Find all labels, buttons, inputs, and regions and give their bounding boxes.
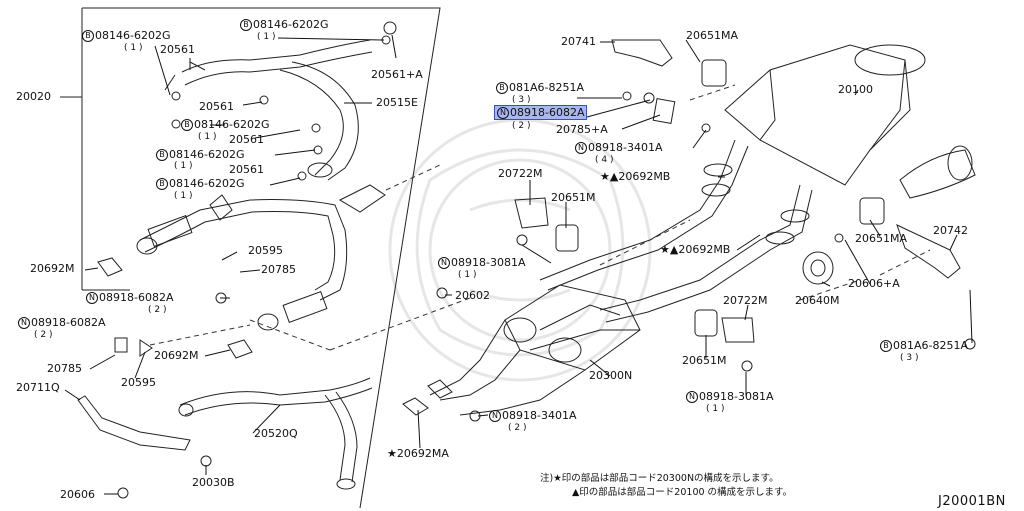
label-20692ma: ★20692MA (387, 447, 449, 460)
bracket-20711q (78, 396, 190, 450)
qty-08918-3401a-b: ( 2 ) (508, 423, 527, 433)
label-20520q: 20520Q (254, 427, 298, 440)
label-20640m: 20640M (795, 294, 840, 307)
label-20606: 20606 (60, 488, 95, 501)
label-20300n: 20300N (589, 369, 633, 382)
bolt-marker-icon: B (240, 19, 252, 31)
label-20711q: 20711Q (16, 381, 60, 394)
label-20692mb-a: ★▲20692MB (600, 170, 671, 183)
qty-08146-d: ( 1 ) (174, 161, 193, 171)
nut-marker-icon: N (489, 410, 501, 422)
qty-08918-6082a-a: ( 2 ) (148, 305, 167, 315)
qty-08918-3081a-b: ( 1 ) (706, 404, 725, 414)
center-pipes (540, 140, 812, 322)
qty-08146-c: ( 1 ) (198, 132, 217, 142)
qty-08146-a: ( 1 ) (124, 43, 143, 53)
dashed-guides (150, 85, 930, 350)
qty-081a6-a: ( 3 ) (512, 95, 531, 105)
bolt-marker-icon: B (156, 149, 168, 161)
label-20692mb-b: ★▲20692MB (660, 243, 731, 256)
label-20722m-a: 20722M (498, 167, 543, 180)
label-20722m-b: 20722M (723, 294, 768, 307)
nut-marker-icon: N (575, 142, 587, 154)
qty-08146-b: ( 1 ) (257, 32, 276, 42)
label-20651m-a: 20651M (551, 191, 596, 204)
label-20742: 20742 (933, 224, 968, 237)
qty-08918-3081a-a: ( 1 ) (458, 270, 477, 280)
label-20020: 20020 (16, 90, 51, 103)
qty-08918-3401a-a: ( 4 ) (595, 155, 614, 165)
nut-marker-icon: N (86, 292, 98, 304)
leader-lines (65, 35, 972, 494)
label-20602: 20602 (455, 289, 490, 302)
label-20785-a: 20785 (261, 263, 296, 276)
qty-081a6-b: ( 3 ) (900, 353, 919, 363)
nut-marker-icon: N (18, 317, 30, 329)
label-20030b: 20030B (192, 476, 235, 489)
nut-marker-icon: N (686, 391, 698, 403)
label-20595-b: 20595 (121, 376, 156, 389)
label-20692m-b: 20692M (154, 349, 199, 362)
label-20785-b: 20785 (47, 362, 82, 375)
label-20741: 20741 (561, 35, 596, 48)
qty-08146-e: ( 1 ) (174, 191, 193, 201)
front-section-frame (60, 8, 440, 508)
legend-note-triangle: ▲印の部品は部品コード20100 の構成を示します。 (572, 487, 793, 498)
center-y-pipe (430, 285, 640, 415)
label-20651m-b: 20651M (682, 354, 727, 367)
label-20561-d: 20561 (229, 163, 264, 176)
label-20651ma-b: 20651MA (855, 232, 908, 245)
qty-08918-6082a-b: ( 2 ) (34, 330, 53, 340)
bolt-marker-icon: B (181, 119, 193, 131)
nut-marker-icon: N (497, 107, 509, 119)
legend-note-star: 注)★印の部品は部品コード20300Nの構成を示します。 (540, 473, 779, 484)
main-muffler (725, 45, 975, 198)
lower-pipe (179, 378, 372, 489)
upper-y-pipe (165, 40, 372, 180)
label-20561a: 20561+A (371, 68, 423, 81)
hangers (556, 60, 884, 336)
qty-08918-6082a-c: ( 2 ) (512, 121, 531, 131)
diagram-code: J20001BN (938, 494, 1006, 509)
bolt-marker-icon: B (880, 340, 892, 352)
bolt-marker-icon: B (82, 30, 94, 42)
bolt-marker-icon: B (496, 82, 508, 94)
label-20595-a: 20595 (248, 244, 283, 257)
label-20561-c: 20561 (229, 133, 264, 146)
label-20785a: 20785+A (556, 123, 608, 136)
label-20561-b: 20561 (199, 100, 234, 113)
bolt-marker-icon: B (156, 178, 168, 190)
label-20100: 20100 (838, 83, 873, 96)
front-pipe-assembly (137, 185, 385, 330)
label-20515e: 20515E (376, 96, 418, 109)
gaskets (98, 258, 452, 415)
label-20692m-a: 20692M (30, 262, 75, 275)
label-20651ma-a: 20651MA (686, 29, 739, 42)
label-20606a: 20606+A (848, 277, 900, 290)
label-20561-a: 20561 (160, 43, 195, 56)
nut-marker-icon: N (438, 257, 450, 269)
